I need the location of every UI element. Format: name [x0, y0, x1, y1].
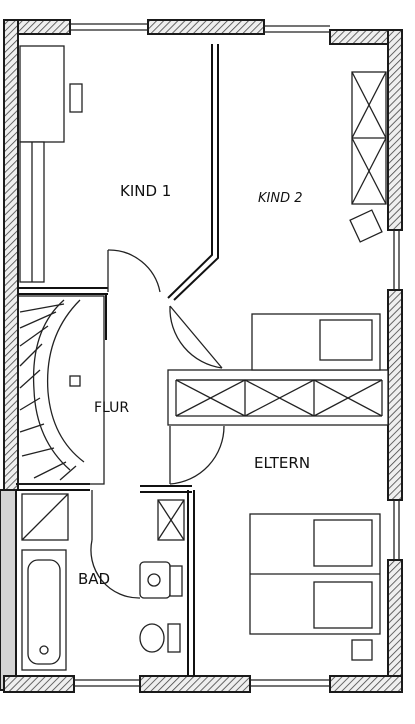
- room-label-kind2: KIND 2: [258, 191, 303, 206]
- doors: [90, 249, 225, 599]
- room-label-flur: FLUR: [94, 400, 129, 416]
- bad-fixtures: [21, 493, 185, 671]
- kind1-furniture: [19, 45, 83, 283]
- outer-walls: [0, 19, 403, 693]
- eltern-furniture: [249, 513, 381, 661]
- kind2-furniture: [251, 71, 387, 371]
- interior-walls: [16, 44, 389, 676]
- room-label-kind1: KIND 1: [120, 182, 171, 200]
- room-label-eltern: ELTERN: [254, 454, 310, 472]
- room-label-bad: BAD: [78, 570, 110, 588]
- staircase: [17, 295, 105, 485]
